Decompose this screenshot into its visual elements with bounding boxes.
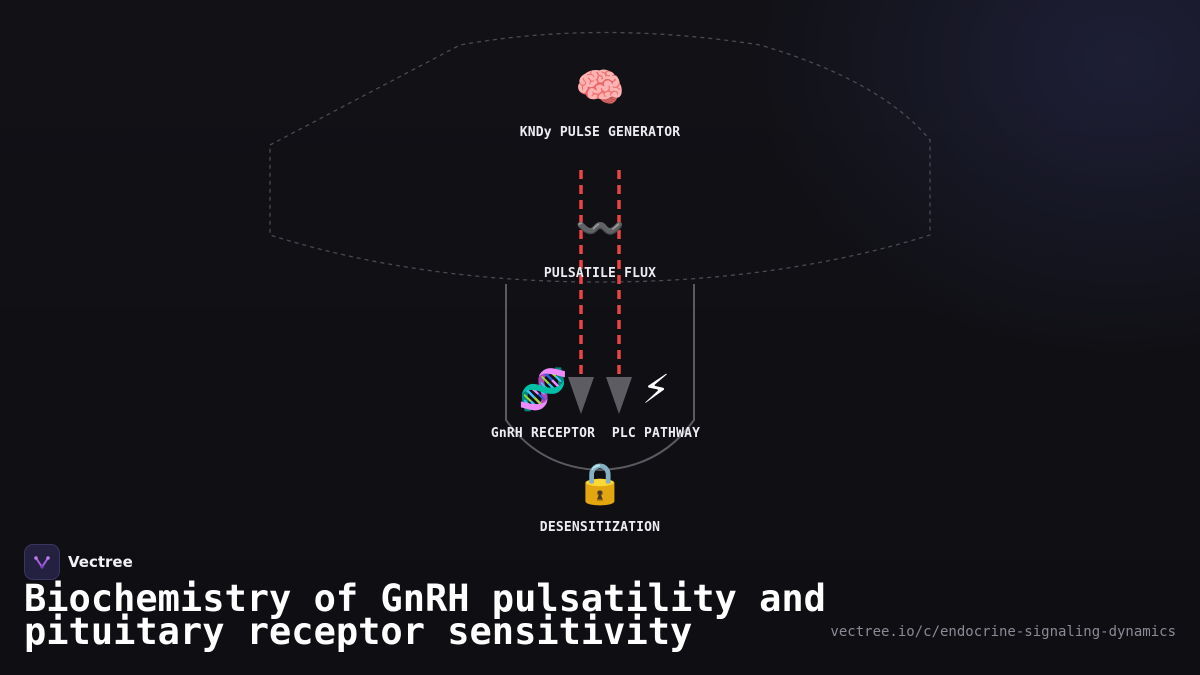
vectree-logo-icon <box>24 544 60 580</box>
pulsatile-flux-node: 〰️ <box>575 207 625 251</box>
gnrh-receptor-label: GnRH RECEPTOR <box>490 426 596 441</box>
pulse-generator-node: 🧠 <box>575 66 625 110</box>
pituitary-outline <box>505 284 695 472</box>
pulse-generator-label: KNDy PULSE GENERATOR <box>519 125 681 140</box>
desensitization-label: DESENSITIZATION <box>539 520 661 535</box>
brand-name: Vectree <box>68 553 133 571</box>
plc-pathway-node: ⚡ <box>642 368 670 412</box>
lightning-icon: ⚡ <box>641 367 671 413</box>
gnrh-receptor-node: 🧬 <box>518 368 568 412</box>
wave-icon: 〰️ <box>575 206 625 252</box>
brain-icon: 🧠 <box>575 65 625 111</box>
source-url[interactable]: vectree.io/c/endocrine-signaling-dynamic… <box>830 624 1176 640</box>
lock-icon: 🔒 <box>575 461 625 507</box>
arrowhead-right <box>606 377 632 414</box>
dna-icon: 🧬 <box>518 367 568 413</box>
arrowhead-left <box>568 377 594 414</box>
page-title: Biochemistry of GnRH pulsatility and pit… <box>24 577 826 653</box>
plc-pathway-label: PLC PATHWAY <box>611 426 701 441</box>
hypothalamus-outline <box>269 31 931 283</box>
desensitization-node: 🔒 <box>575 462 625 506</box>
pulsatile-flux-label: PULSATILE FLUX <box>543 266 657 281</box>
brand: Vectree <box>24 544 133 580</box>
